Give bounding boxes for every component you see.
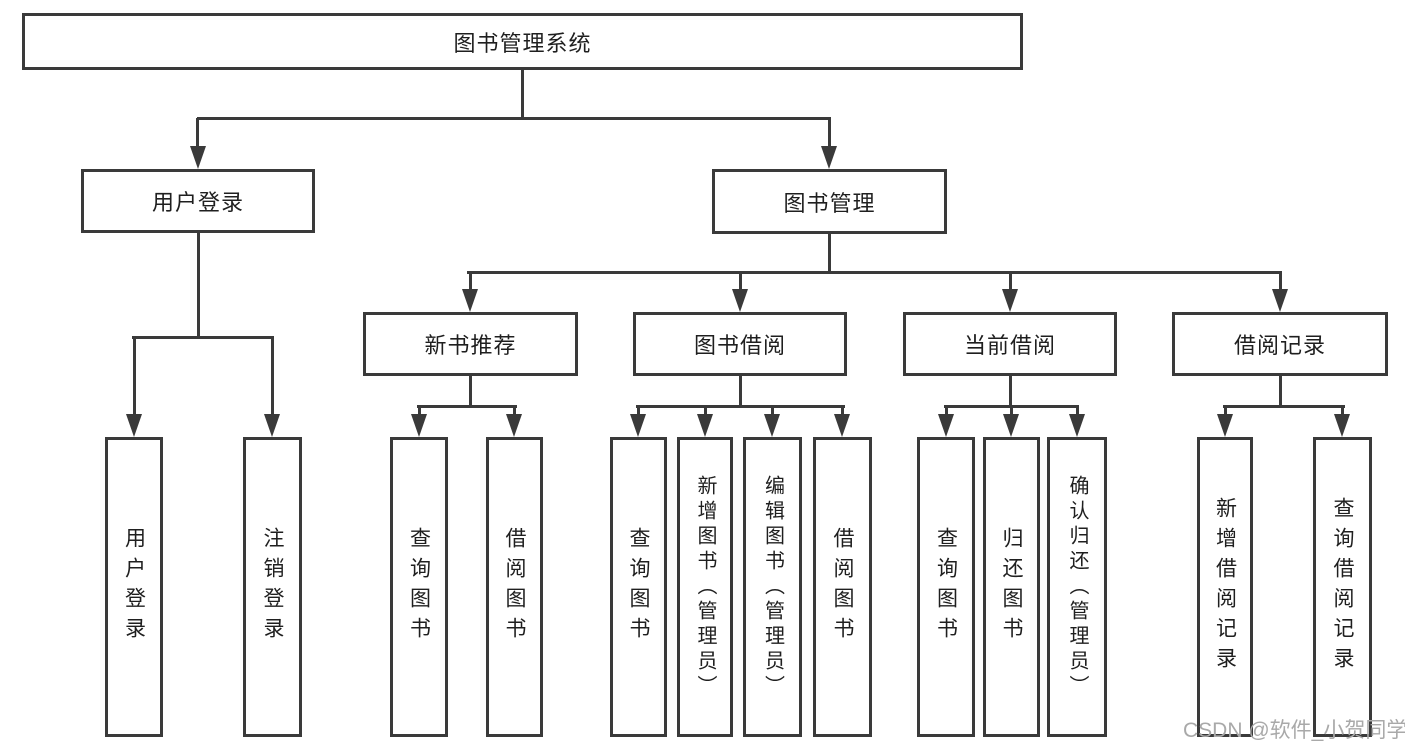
node-label: 查询图书: [407, 527, 431, 647]
connector-vline: [469, 374, 472, 407]
node-current-borrowing: 当前借阅: [903, 312, 1117, 376]
connector-vline: [739, 273, 742, 291]
connector-vline: [841, 407, 844, 416]
connector-vline: [1009, 273, 1012, 291]
node-label: 查询图书: [627, 527, 650, 647]
connector-vline: [271, 338, 274, 416]
connector-hline: [197, 117, 831, 120]
arrowhead-down-icon: [264, 414, 280, 437]
connector-vline: [637, 407, 640, 416]
arrowhead-down-icon: [697, 414, 713, 437]
connector-hline: [132, 336, 274, 339]
node-label: 新增借阅记录: [1213, 497, 1237, 677]
connector-vline: [133, 338, 136, 416]
node-label: 用户登录: [122, 527, 146, 647]
arrowhead-down-icon: [462, 289, 478, 312]
connector-vline: [1224, 407, 1227, 416]
arrowhead-down-icon: [821, 146, 837, 169]
node-book-borrowing: 图书借阅: [633, 312, 847, 376]
node-label: 当前借阅: [963, 333, 1056, 358]
node-label: 编辑图书（管理员）: [761, 474, 784, 700]
connector-hline: [467, 271, 1282, 274]
node-label: 查询借阅记录: [1331, 497, 1354, 677]
node-label: 借阅图书: [831, 527, 854, 647]
leaf-confirm-return-admin: 确认归还（管理员）: [1047, 437, 1107, 737]
node-book-management: 图书管理: [712, 169, 947, 234]
leaf-logout: 注销登录: [243, 437, 302, 737]
connector-hline: [417, 405, 517, 408]
arrowhead-down-icon: [1272, 289, 1288, 312]
leaf-edit-books-admin: 编辑图书（管理员）: [743, 437, 802, 737]
connector-vline: [945, 407, 948, 416]
node-root-library-system: 图书管理系统: [22, 13, 1023, 70]
connector-vline: [469, 273, 472, 291]
connector-hline: [636, 405, 845, 408]
connector-vline: [521, 68, 524, 119]
leaf-return-books: 归还图书: [983, 437, 1040, 737]
node-label: 新增图书（管理员）: [694, 474, 716, 700]
node-new-book-recommendation: 新书推荐: [363, 312, 578, 376]
connector-vline: [1341, 407, 1344, 416]
node-borrowing-records: 借阅记录: [1172, 312, 1388, 376]
leaf-add-books-admin: 新增图书（管理员）: [677, 437, 733, 737]
arrowhead-down-icon: [190, 146, 206, 169]
connector-vline: [196, 118, 199, 148]
leaf-borrow-books-recommend: 借阅图书: [486, 437, 543, 737]
leaf-add-borrow-record: 新增借阅记录: [1197, 437, 1253, 737]
leaf-borrow-books: 借阅图书: [813, 437, 872, 737]
arrowhead-down-icon: [938, 414, 954, 437]
node-label: 注销登录: [261, 527, 284, 647]
node-label: 图书管理: [783, 190, 876, 216]
connector-vline: [828, 118, 831, 148]
connector-vline: [739, 374, 742, 407]
connector-vline: [828, 233, 831, 273]
arrowhead-down-icon: [764, 414, 780, 437]
connector-vline: [1010, 407, 1013, 416]
leaf-query-books-current: 查询图书: [917, 437, 975, 737]
connector-vline: [1279, 374, 1282, 407]
leaf-query-books-borrow: 查询图书: [610, 437, 667, 737]
arrowhead-down-icon: [1334, 414, 1350, 437]
arrowhead-down-icon: [834, 414, 850, 437]
csdn-watermark: CSDN @软件_小贺同学: [1183, 719, 1405, 742]
connector-hline: [944, 405, 1079, 408]
arrowhead-down-icon: [1069, 414, 1085, 437]
node-user-login: 用户登录: [81, 169, 315, 233]
connector-vline: [1279, 273, 1282, 291]
connector-vline: [771, 407, 774, 416]
arrowhead-down-icon: [1002, 289, 1018, 312]
connector-vline: [704, 407, 707, 416]
connector-vline: [1076, 407, 1079, 416]
arrowhead-down-icon: [1217, 414, 1233, 437]
connector-hline: [1223, 405, 1345, 408]
connector-vline: [418, 407, 421, 416]
connector-vline: [1009, 374, 1012, 407]
leaf-query-books-recommend: 查询图书: [390, 437, 448, 737]
arrowhead-down-icon: [1003, 414, 1019, 437]
node-label: 图书管理系统: [453, 30, 592, 56]
node-label: 归还图书: [1000, 527, 1023, 647]
connector-vline: [197, 232, 200, 339]
arrowhead-down-icon: [630, 414, 646, 437]
node-label: 新书推荐: [424, 333, 517, 358]
leaf-user-login: 用户登录: [105, 437, 163, 737]
node-label: 查询图书: [934, 527, 958, 647]
leaf-query-borrow-record: 查询借阅记录: [1313, 437, 1372, 737]
node-label: 确认归还（管理员）: [1066, 474, 1088, 700]
node-label: 借阅图书: [503, 527, 526, 647]
node-label: 图书借阅: [693, 333, 786, 358]
connector-vline: [513, 407, 516, 416]
arrowhead-down-icon: [411, 414, 427, 437]
node-label: 用户登录: [151, 190, 244, 215]
arrowhead-down-icon: [732, 289, 748, 312]
arrowhead-down-icon: [126, 414, 142, 437]
arrowhead-down-icon: [506, 414, 522, 437]
node-label: 借阅记录: [1233, 333, 1326, 358]
